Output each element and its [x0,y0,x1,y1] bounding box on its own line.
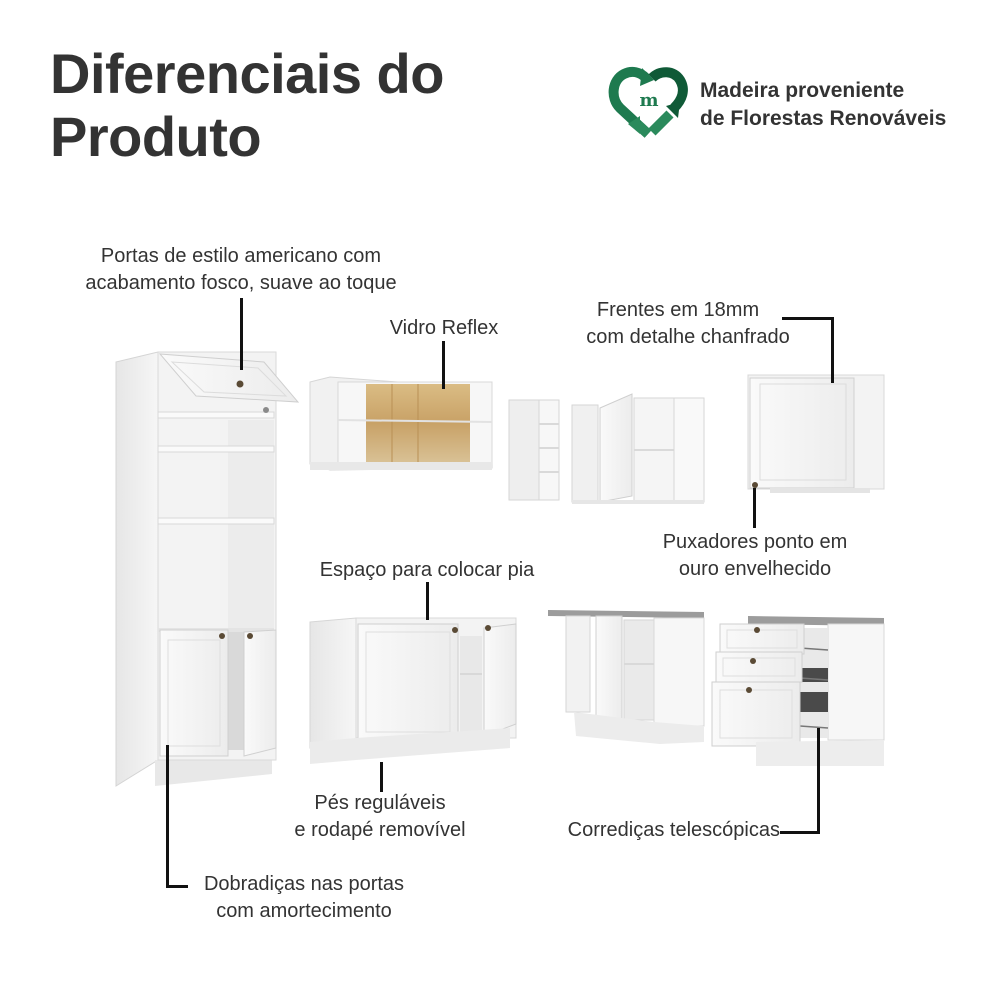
sink-base-cabinet [309,617,517,764]
feature-label-vidro: Vidro Reflex [389,317,499,339]
page-title-line1: Diferenciais do [50,42,444,105]
feature-label-puxadores: Puxadores ponto em ouro envelhecido [662,531,848,580]
leader-line-pia [426,582,429,620]
feature-label-dobradicas: Dobradiças nas portas com amortecimento [203,873,405,922]
single-door-wall-cabinet [747,374,885,493]
feature-label-pes: Pés reguláveis e rodapé removível [294,792,466,841]
narrow-open-shelf [508,399,560,501]
feature-label-pia: Espaço para colocar pia [319,559,535,581]
drawer-base-cabinet [711,616,885,766]
badge-line1: Madeira proveniente [700,78,905,102]
leader-line-frentes-v [831,317,834,383]
feature-label-frentes: Frentes em 18mm com detalhe chanfrado [586,299,790,348]
leader-line-portas [240,298,243,370]
leader-line-dobradicas-h [166,885,188,888]
leader-line-frentes-h [782,317,834,320]
tall-pantry-cabinet [115,351,300,787]
leader-line-vidro [442,341,445,389]
leader-line-corredicas-v [817,728,820,834]
feature-label-portas: Portas de estilo americano com acabament… [85,245,397,294]
renewable-wood-badge: m Madeira proveniente de Florestas Renov… [608,64,946,145]
badge-text: Madeira proveniente de Florestas Renováv… [700,77,946,133]
page-title-line2: Produto [50,105,262,168]
leader-line-puxadores [753,488,756,528]
feature-label-corredicas: Corrediças telescópicas [567,819,780,841]
leader-line-pes [380,762,383,792]
svg-text:m: m [639,90,658,111]
badge-line2: de Florestas Renováveis [700,106,947,130]
page-title: Diferenciais do Produto [50,42,444,168]
leader-line-corredicas-h [780,831,820,834]
corner-wall-cabinet [571,393,705,504]
corner-base-cabinet [548,610,705,744]
recycle-heart-logo-icon: m [608,64,690,145]
glass-wall-cabinet [309,376,493,471]
leader-line-dobradicas-v [166,745,169,888]
